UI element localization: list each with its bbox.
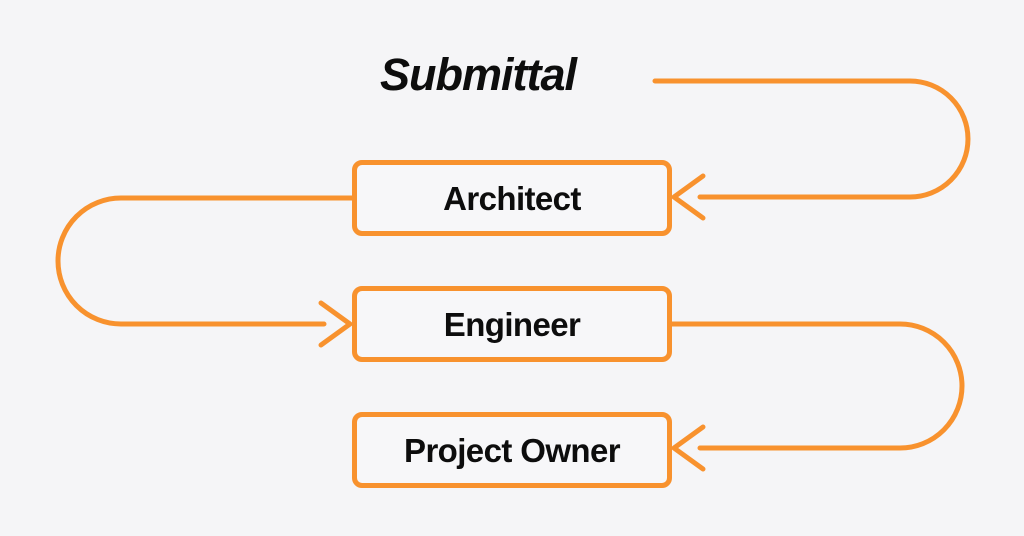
connector-engineer-to-project-owner xyxy=(669,321,965,472)
node-architect[interactable]: Architect xyxy=(352,160,672,236)
diagram-title: Submittal xyxy=(380,49,577,100)
connector-submittal-to-architect-path xyxy=(652,78,971,200)
arrowhead-right-engineer-icon xyxy=(318,300,353,348)
node-project-owner[interactable]: Project Owner xyxy=(352,412,672,488)
node-architect-label: Architect xyxy=(443,179,581,217)
connector-architect-to-engineer-path xyxy=(55,195,355,327)
node-engineer-label: Engineer xyxy=(443,305,581,343)
node-project-owner-label: Project Owner xyxy=(404,431,621,469)
node-engineer[interactable]: Engineer xyxy=(352,286,672,362)
arrowhead-left-project-owner-icon xyxy=(671,424,706,472)
connector-architect-to-engineer xyxy=(55,195,355,348)
connector-engineer-to-project-owner-path xyxy=(669,321,965,451)
arrowhead-left-architect-icon xyxy=(671,173,706,221)
connector-submittal-to-architect xyxy=(652,78,971,221)
